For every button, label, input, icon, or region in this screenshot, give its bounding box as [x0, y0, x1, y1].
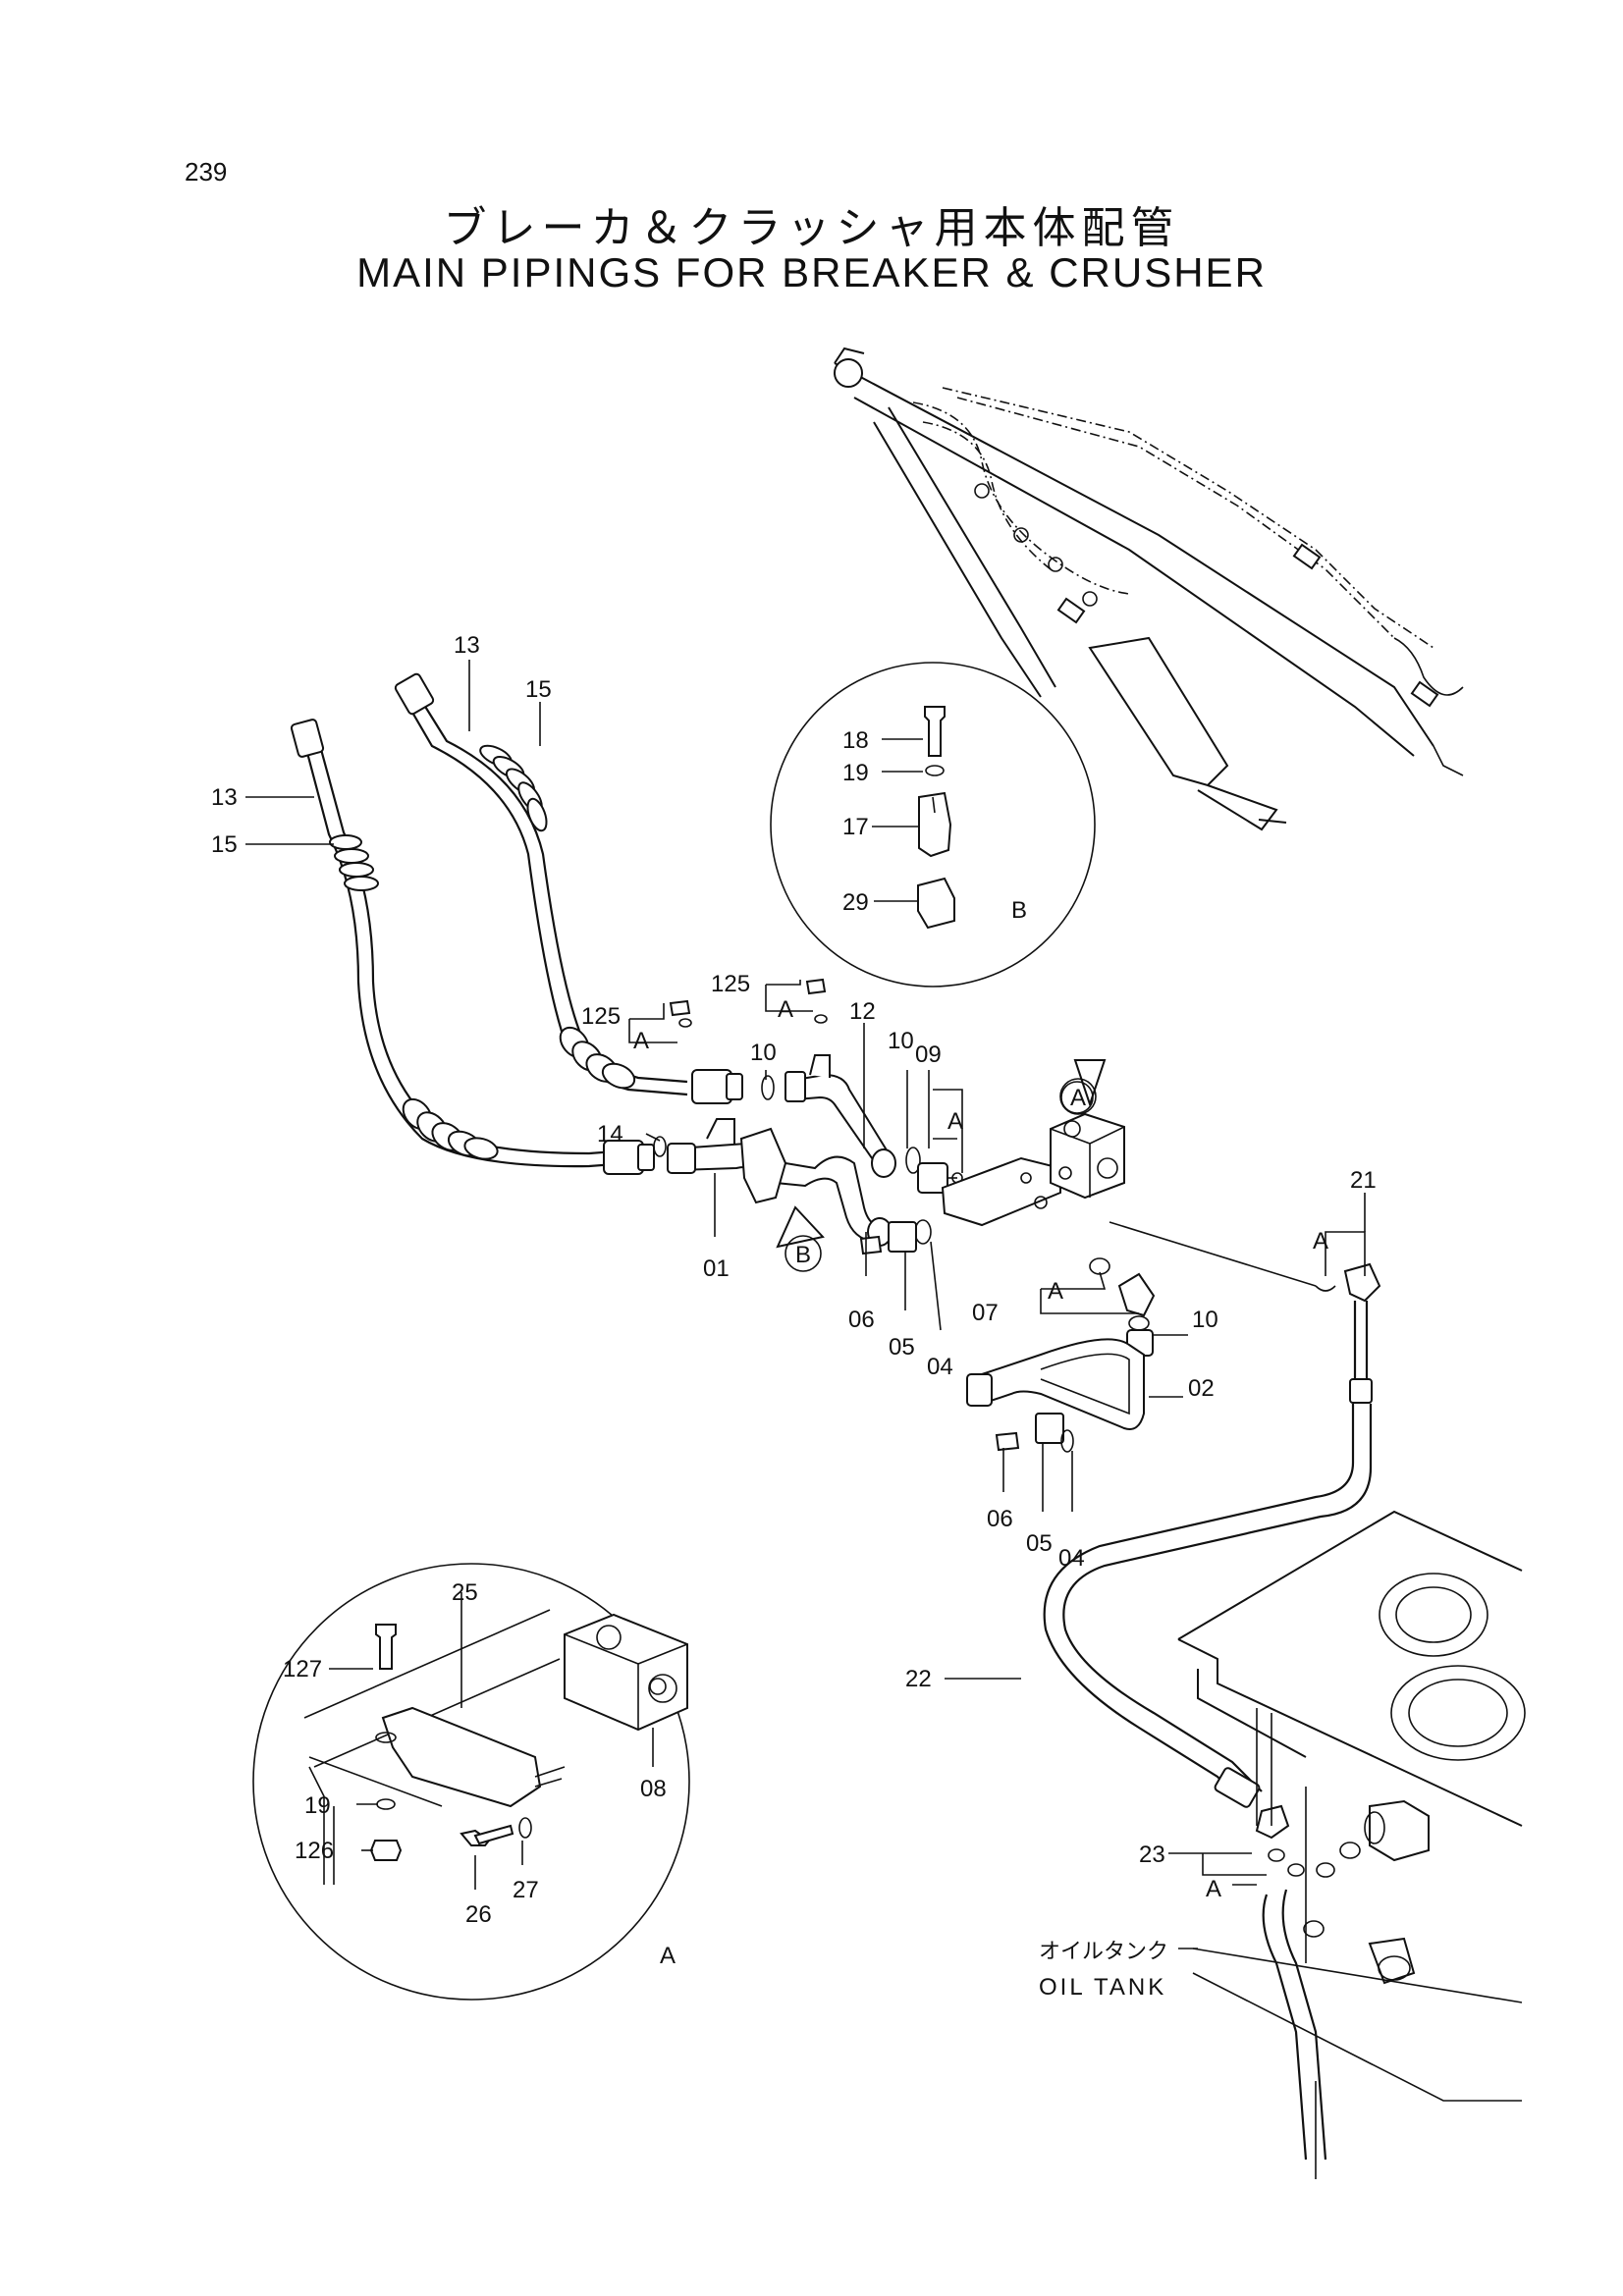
- label-ref-a-4: A: [1048, 1278, 1063, 1305]
- label-08: 08: [640, 1776, 667, 1802]
- fittings-upper: [653, 978, 963, 1194]
- leader-lines: [245, 660, 1366, 1949]
- hose-guard-left: [329, 834, 499, 1160]
- center-pipes: [667, 1054, 896, 1247]
- oil-tank-label-jp: オイルタンク: [1039, 1940, 1168, 1964]
- label-29: 29: [842, 889, 869, 916]
- label-19-b-detail: 19: [842, 760, 869, 786]
- valve-block-assembly: [941, 1059, 1125, 1227]
- label-14: 14: [597, 1121, 623, 1148]
- label-01: 01: [703, 1255, 730, 1282]
- oil-tank-label: オイルタンク OIL TANK: [1039, 1940, 1168, 2001]
- label-125-right: 125: [711, 971, 750, 997]
- label-127: 127: [283, 1656, 322, 1682]
- detail-a: [252, 1563, 690, 2001]
- label-ref-a-3: A: [947, 1108, 963, 1135]
- label-ref-a-5: A: [1313, 1228, 1328, 1255]
- part-labels: 13 15 13 15 125 A 125 A 12 10 10 09 A 14…: [211, 632, 1377, 1969]
- label-04-a: 04: [927, 1354, 953, 1380]
- label-10-b: 10: [888, 1028, 914, 1054]
- label-13-left: 13: [211, 784, 238, 811]
- label-126: 126: [295, 1838, 334, 1864]
- oil-tank-illustration: [1177, 1510, 1526, 2179]
- label-07: 07: [972, 1300, 999, 1326]
- label-17: 17: [842, 814, 869, 840]
- label-10-c: 10: [1192, 1307, 1218, 1333]
- label-12: 12: [849, 998, 876, 1025]
- label-26: 26: [465, 1901, 492, 1928]
- label-21: 21: [1350, 1167, 1377, 1194]
- callout-b-label: B: [795, 1242, 811, 1268]
- return-line: [1043, 1221, 1381, 1877]
- label-125-left: 125: [581, 1003, 621, 1030]
- label-15-left: 15: [211, 831, 238, 858]
- label-15-top: 15: [525, 676, 552, 703]
- hose-guard-right: [479, 744, 636, 1090]
- label-18: 18: [842, 727, 869, 754]
- label-10-a: 10: [750, 1040, 777, 1066]
- boom-arm-illustration: [834, 347, 1464, 831]
- label-22: 22: [905, 1666, 932, 1692]
- label-ref-a-2: A: [778, 996, 793, 1023]
- label-ref-a-1: A: [633, 1028, 649, 1054]
- label-05-b: 05: [1026, 1530, 1053, 1557]
- callout-a: A: [1059, 1078, 1097, 1115]
- hose-assembly-left: [290, 672, 743, 1175]
- label-13-top: 13: [454, 632, 480, 659]
- callout-a-label: A: [1070, 1085, 1086, 1111]
- detail-b-letter: B: [1011, 897, 1027, 924]
- label-09: 09: [915, 1041, 942, 1068]
- label-27: 27: [513, 1877, 539, 1903]
- label-06-b: 06: [987, 1506, 1013, 1532]
- label-05-a: 05: [889, 1334, 915, 1361]
- label-23: 23: [1139, 1842, 1165, 1868]
- page-number: 239: [185, 157, 228, 187]
- label-06-a: 06: [848, 1307, 875, 1333]
- oil-tank-label-en: OIL TANK: [1039, 1974, 1166, 2001]
- label-19-a-detail: 19: [304, 1792, 331, 1819]
- lower-pipe: [859, 1219, 1156, 1453]
- title-japanese: ブレーカ＆クラッシャ用本体配管: [443, 203, 1180, 253]
- detail-a-letter: A: [660, 1943, 676, 1969]
- label-ref-a-6: A: [1206, 1876, 1221, 1902]
- label-25: 25: [452, 1579, 478, 1606]
- detail-b: [770, 662, 1096, 988]
- label-04-b: 04: [1058, 1545, 1085, 1572]
- label-02: 02: [1188, 1375, 1215, 1402]
- title-english: MAIN PIPINGS FOR BREAKER & CRUSHER: [356, 249, 1267, 295]
- callout-b: B: [776, 1205, 825, 1272]
